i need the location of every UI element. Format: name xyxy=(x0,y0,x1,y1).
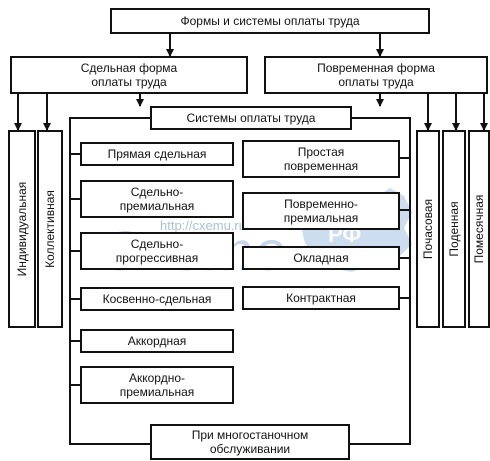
time-kind-hourly: Почасовая xyxy=(416,130,440,328)
time-system-bonus: Повременно- премиальная xyxy=(242,192,400,230)
piecework-form-box: Сдельная форма оплаты труда xyxy=(10,56,248,94)
time-kind-hourly-label: Почасовая xyxy=(421,198,435,260)
piecework-system-indirect: Косвенно-сдельная xyxy=(80,287,234,311)
time-system-contract: Контрактная xyxy=(242,286,400,310)
piecework-system-progressive: Сдельно- прогрессивная xyxy=(80,232,234,270)
piecework-kind-individual-label: Индивидуальная xyxy=(15,181,29,277)
time-form-box: Повременная форма оплаты труда xyxy=(264,56,488,94)
time-kind-monthly: Помесячная xyxy=(468,130,490,328)
root-box: Формы и системы оплаты труда xyxy=(110,8,430,34)
piecework-system-lump-sum: Аккордная xyxy=(80,329,234,353)
watermark-url: http://cxemu.ru xyxy=(160,218,246,233)
time-system-salary: Окладная xyxy=(242,246,400,270)
piecework-system-bonus: Сдельно- премиальная xyxy=(80,180,234,218)
multi-machine-box: При многостаночном обслуживании xyxy=(150,424,350,460)
piecework-system-lump-sum-bonus: Аккордно- премиальная xyxy=(80,366,234,404)
time-system-simple: Простая повременная xyxy=(242,140,400,178)
piecework-system-direct: Прямая сдельная xyxy=(80,142,234,166)
time-kind-daily-label: Поденная xyxy=(447,201,461,257)
time-kind-daily: Поденная xyxy=(442,130,466,328)
systems-box: Системы оплаты труда xyxy=(150,106,352,130)
piecework-kind-collective: Коллективная xyxy=(37,130,63,328)
piecework-kind-collective-label: Коллективная xyxy=(43,190,57,268)
piecework-kind-individual: Индивидуальная xyxy=(8,130,36,328)
time-kind-monthly-label: Помесячная xyxy=(472,194,486,264)
